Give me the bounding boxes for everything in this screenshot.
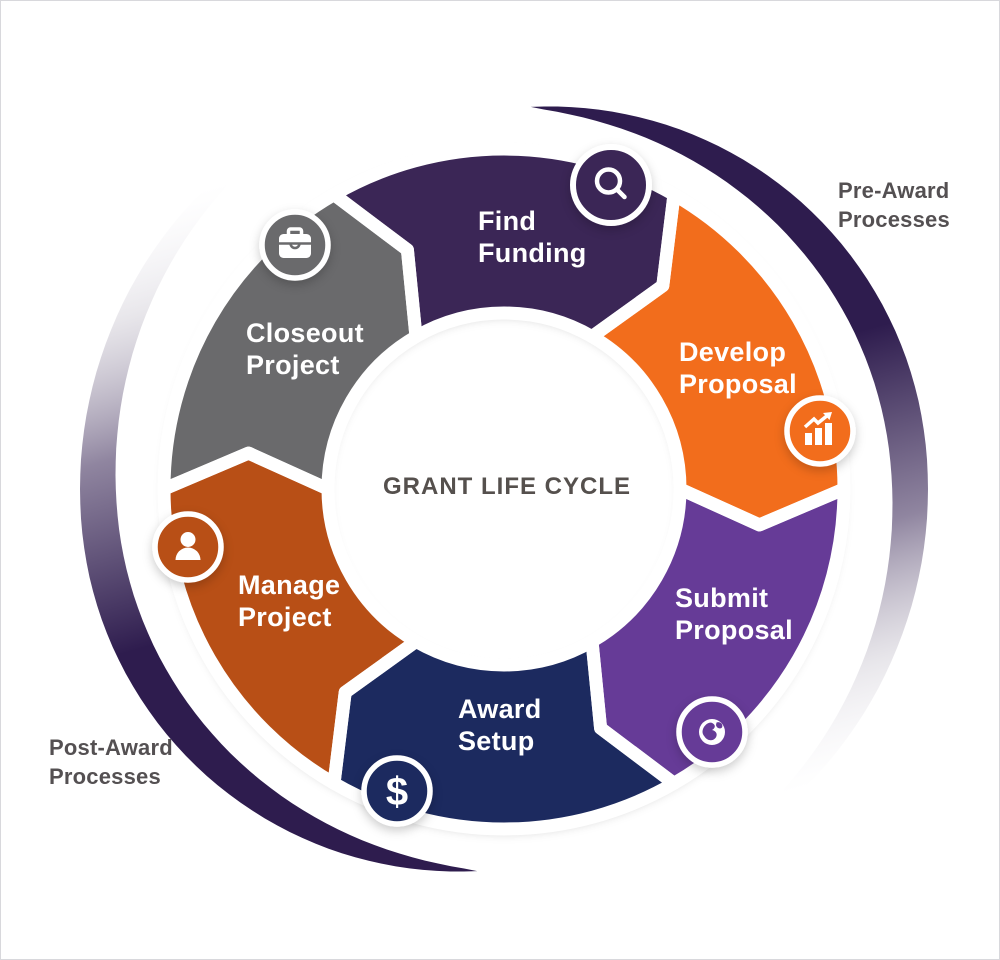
label-line: Proposal: [675, 615, 793, 645]
globe-icon[interactable]: [676, 696, 748, 768]
search-handle: [614, 187, 627, 200]
toolbox-icon[interactable]: [259, 209, 331, 281]
segment-label-submit-proposal: Submit Proposal: [675, 583, 793, 645]
label-line: Processes: [838, 207, 950, 232]
segment-label-award-setup: Award Setup: [458, 694, 549, 756]
label-line: Manage: [238, 570, 340, 600]
dollar-glyph: $: [386, 770, 408, 814]
segment-label-find-funding: Find Funding: [478, 206, 587, 268]
label-line: Proposal: [679, 369, 797, 399]
label-line: Processes: [49, 764, 161, 789]
chart-bar: [815, 428, 822, 445]
center-title: GRANT LIFE CYCLE: [383, 473, 631, 500]
label-line: Post-Award: [49, 735, 173, 760]
person-icon[interactable]: [152, 511, 224, 583]
trend-chart-icon[interactable]: [784, 395, 856, 467]
segment-label-manage-project: Manage Project: [238, 570, 348, 632]
label-line: Award: [458, 694, 542, 724]
search-glass: [594, 167, 623, 195]
segment-label-develop-proposal: Develop Proposal: [679, 337, 797, 399]
post-award-label: Post-Award Processes: [49, 735, 179, 789]
label-line: Pre-Award: [838, 178, 949, 203]
label-line: Project: [238, 602, 332, 632]
label-line: Submit: [675, 583, 768, 613]
badge-disc: [570, 144, 652, 226]
dollar-icon[interactable]: $: [361, 755, 433, 827]
pre-award-label: Pre-Award Processes: [838, 178, 956, 232]
person-shoulders: [175, 547, 201, 560]
label-line: Develop: [679, 337, 786, 367]
toolbox-latch: [289, 243, 301, 250]
search-icon[interactable]: [570, 144, 652, 226]
chart-bar: [825, 423, 832, 445]
toolbox-body: [279, 234, 311, 258]
label-line: Find: [478, 206, 536, 236]
globe-continent: [716, 722, 723, 729]
badge-disc: [361, 755, 433, 827]
chart-arrow-head: [823, 412, 832, 420]
person-head: [180, 532, 196, 547]
label-line: Project: [246, 350, 340, 380]
label-line: Funding: [478, 238, 587, 268]
chart-bar: [805, 433, 812, 445]
globe-continent: [702, 722, 717, 741]
chart-arrow-line: [803, 413, 830, 429]
segment-label-closeout-project: Closeout Project: [246, 318, 372, 380]
label-line: Closeout: [246, 318, 364, 348]
label-line: Setup: [458, 726, 535, 756]
